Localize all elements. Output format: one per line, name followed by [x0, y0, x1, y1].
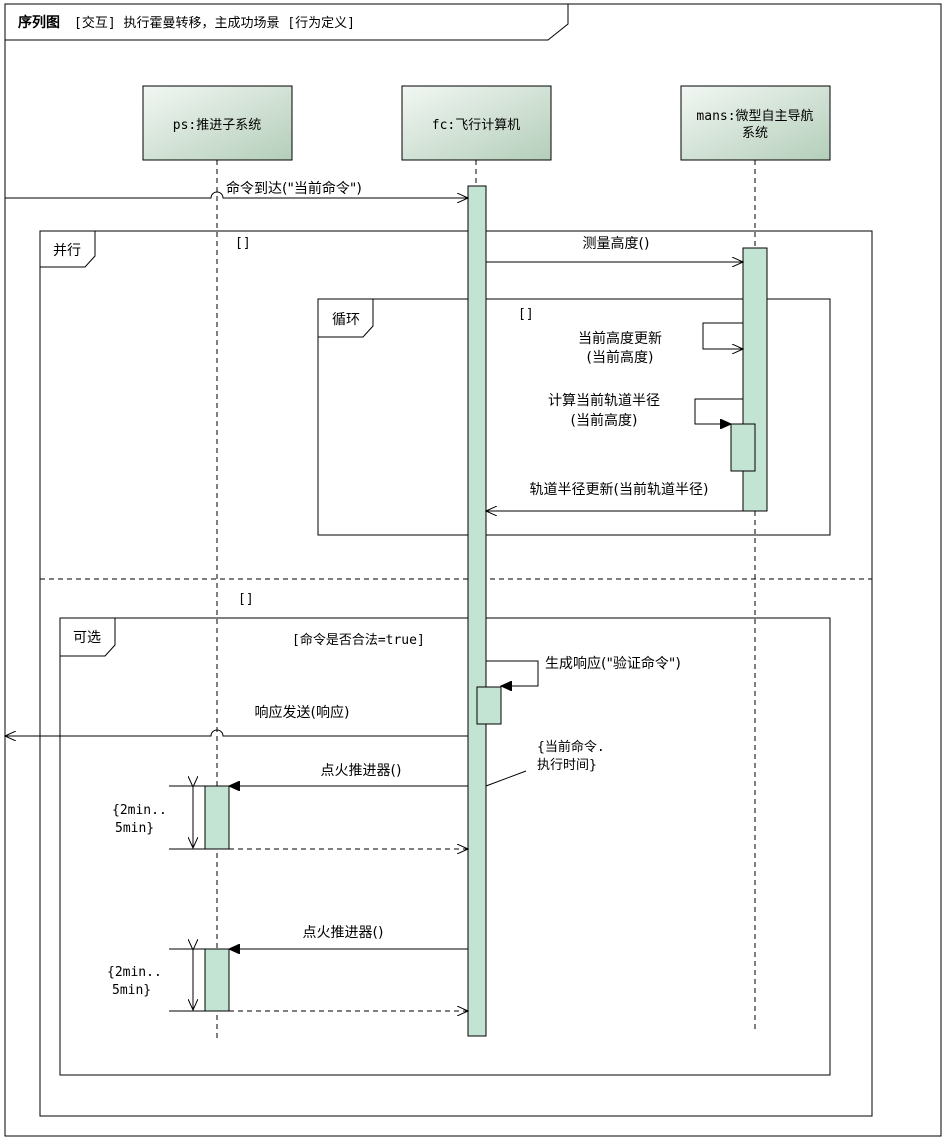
message-orbit-radius-update-label: 轨道半径更新(当前轨道半径): [530, 481, 709, 498]
lifeline-mans[interactable]: mans:微型自主导航 系统: [680, 85, 831, 161]
fragment-opt-label: 可选: [73, 630, 101, 646]
lifeline-fc[interactable]: fc:飞行计算机: [401, 85, 552, 161]
message-generate-response-label: 生成响应("验证命令"): [545, 655, 681, 672]
duration-constraint-2-line1: {2min..: [107, 965, 162, 980]
message-command-arrived[interactable]: [5, 191, 468, 198]
message-altitude-update-label-2: (当前高度): [587, 349, 654, 366]
time-constraint-connector: [485, 770, 527, 787]
duration-constraint-2: [169, 949, 205, 1012]
message-measure-altitude-label: 测量高度(): [583, 235, 650, 252]
fragment-loop: [317, 298, 831, 536]
message-fire-thruster-2-label: 点火推进器(): [303, 925, 384, 941]
fragment-loop-label: 循环: [332, 312, 360, 328]
lifeline-fc-header[interactable]: [401, 85, 552, 161]
lifeline-fc-label: fc:飞行计算机: [432, 118, 520, 133]
lifeline-ps-label: ps:推进子系统: [173, 118, 261, 133]
fragment-par-guard-1: []: [235, 236, 251, 251]
message-compute-orbit-radius-label-2: (当前高度): [571, 412, 638, 429]
activation-ps-second: [204, 948, 230, 1012]
activation-ps-first: [204, 785, 230, 850]
lifeline-mans-label-line2: 系统: [742, 126, 768, 141]
activation-fc-main: [467, 185, 487, 1037]
frame-title: [交互] 执行霍曼转移，主成功场景 [行为定义]: [74, 15, 355, 31]
frame-kind-label: 序列图: [18, 14, 60, 31]
activation-mans-nested: [730, 423, 756, 472]
message-command-arrived-label: 命令到达("当前命令"): [226, 180, 362, 197]
message-generate-response[interactable]: [486, 660, 539, 686]
fragment-par: [39, 230, 873, 1117]
message-send-response-label: 响应发送(响应): [255, 704, 350, 721]
lifeline-mans-header[interactable]: [680, 85, 831, 161]
fragment-loop-guard: []: [518, 307, 534, 322]
time-constraint-line1: {当前命令.: [537, 739, 605, 755]
message-altitude-update-label-1: 当前高度更新: [578, 330, 662, 347]
duration-constraint-1-line1: {2min..: [112, 803, 167, 818]
fragment-par-guard-2: []: [238, 592, 254, 607]
time-constraint-line2: 执行时间}: [537, 758, 597, 773]
activation-mans-main: [742, 247, 768, 512]
duration-constraint-2-line2: 5min}: [112, 983, 151, 998]
fragment-opt: [59, 617, 831, 1076]
message-altitude-update[interactable]: [702, 322, 743, 349]
duration-constraint-1: [169, 786, 205, 850]
duration-constraint-1-line2: 5min}: [115, 821, 154, 836]
fragment-opt-tab: [59, 617, 116, 657]
message-send-response[interactable]: [5, 729, 468, 736]
message-fire-thruster-1-label: 点火推进器(): [321, 763, 402, 779]
lifeline-ps[interactable]: ps:推进子系统: [142, 85, 293, 161]
fragment-par-tab: [39, 230, 96, 268]
message-compute-orbit-radius-label-1: 计算当前轨道半径: [548, 392, 660, 409]
fragment-opt-guard: [命令是否合法=true]: [292, 632, 425, 648]
fragment-loop-tab: [317, 298, 374, 338]
message-compute-orbit-radius[interactable]: [694, 398, 743, 424]
fragment-par-label: 并行: [53, 243, 81, 259]
activation-fc-nested: [476, 686, 502, 725]
frame-title-tab: [4, 3, 569, 41]
lifeline-mans-label-line1: mans:微型自主导航: [696, 108, 813, 124]
